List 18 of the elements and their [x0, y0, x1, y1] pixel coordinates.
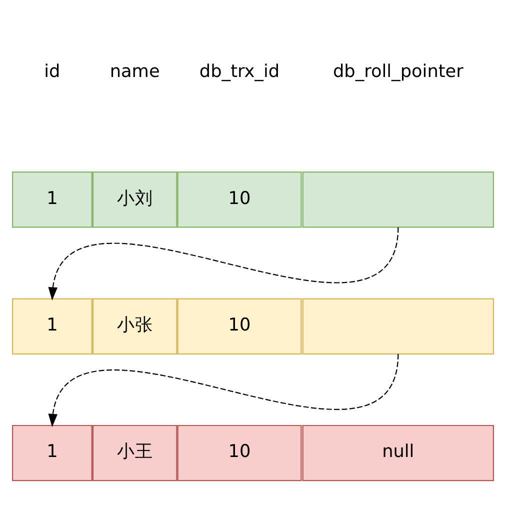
node-box: 小王 — [92, 424, 178, 481]
arrow — [48, 226, 399, 300]
node-box — [302, 298, 494, 354]
node-box: 1 — [12, 424, 92, 481]
node-box — [302, 171, 494, 228]
node-box: 小张 — [92, 298, 178, 354]
node-box: 10 — [177, 424, 302, 481]
node-box: null — [302, 424, 494, 481]
node-box: 10 — [177, 171, 302, 228]
node-box: 10 — [177, 298, 302, 354]
label: db_roll_pointer — [332, 62, 464, 82]
arrow — [48, 353, 399, 427]
node-box: 小刘 — [92, 171, 178, 228]
label: db_trx_id — [199, 62, 280, 82]
label: name — [110, 62, 160, 82]
label: id — [44, 62, 60, 82]
node-box: 1 — [12, 298, 92, 354]
node-box: 1 — [12, 171, 92, 228]
